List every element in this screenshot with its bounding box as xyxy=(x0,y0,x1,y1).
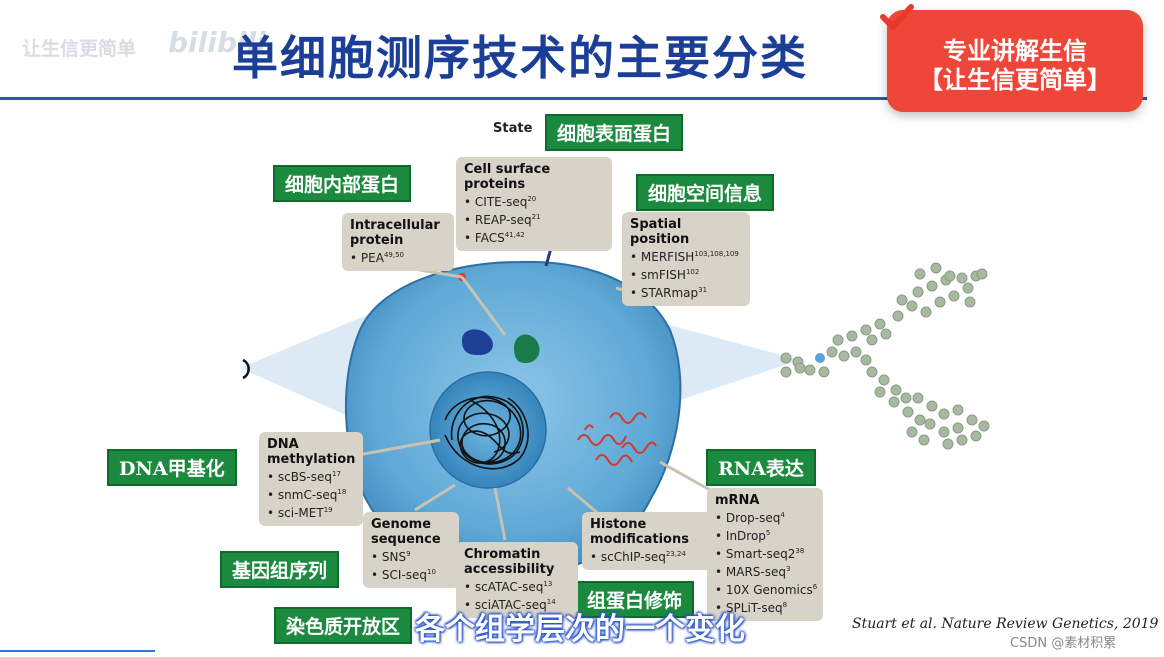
list-item: • FACS41,42 xyxy=(464,231,525,245)
label-spatial-info: 细胞空间信息 xyxy=(636,174,775,211)
label-cell-surface-protein: 细胞表面蛋白 xyxy=(545,114,684,151)
box-spatial: Spatial position • MERFISH103,108,109 • … xyxy=(622,212,750,306)
box-genome-sequence: Genome sequence • SNS9 • SCI-seq10 xyxy=(363,512,459,588)
label-intracellular-protein: 细胞内部蛋白 xyxy=(273,165,412,202)
video-subtitle: 各个组学层次的一个变化 xyxy=(415,612,745,647)
list-item: • sciATAC-seq14 xyxy=(464,598,556,612)
box-title: Cell surface proteins xyxy=(464,162,551,192)
box-title: DNA methylation xyxy=(267,437,356,467)
list-item: • InDrop5 xyxy=(715,529,771,543)
box-chromatin: Chromatin accessibility • scATAC-seq13 •… xyxy=(456,542,578,618)
check-icon xyxy=(880,4,914,30)
promo-badge: 专业讲解生信 【让生信更简单】 xyxy=(887,10,1143,112)
box-intracellular: Intracellular protein • PEA49,50 xyxy=(342,213,454,271)
bead-chain xyxy=(780,262,990,450)
box-title: Intracellular protein xyxy=(350,218,440,248)
promo-line-1: 专业讲解生信 xyxy=(943,37,1087,65)
box-dna-methylation: DNA methylation • scBS-seq17 • snmC-seq1… xyxy=(259,432,363,526)
label-histone-modification: 组蛋白修饰 xyxy=(575,581,695,618)
box-title: mRNA xyxy=(715,493,760,508)
box-title: Spatial position xyxy=(630,217,690,247)
box-mrna: mRNA • Drop-seq4 • InDrop5 • Smart-seq23… xyxy=(707,488,823,621)
list-item: • snmC-seq18 xyxy=(267,488,347,502)
box-title: Histone modifications xyxy=(590,517,689,547)
box-cell-surface: Cell surface proteins • CITE-seq20 • REA… xyxy=(456,157,612,251)
box-histone: Histone modifications • scChIP-seq23,24 xyxy=(582,512,712,570)
label-genome-sequence: 基因组序列 xyxy=(220,551,340,588)
list-item: • MARS-seq3 xyxy=(715,565,791,579)
list-item: • CITE-seq20 xyxy=(464,195,537,209)
box-title: Chromatin accessibility xyxy=(464,547,555,577)
nucleus xyxy=(429,371,547,489)
list-item: • SCI-seq10 xyxy=(371,568,436,582)
chromatin-tangle xyxy=(444,395,529,470)
list-item: • Drop-seq4 xyxy=(715,511,785,525)
list-item: • PEA49,50 xyxy=(350,251,404,265)
list-item: • STARmap31 xyxy=(630,286,708,300)
label-dna-methylation: DNA甲基化 xyxy=(107,449,237,486)
list-item: • scATAC-seq13 xyxy=(464,580,553,594)
label-rna-expression: RNA表达 xyxy=(706,449,816,486)
list-item: • sci-MET19 xyxy=(267,506,333,520)
list-item: • MERFISH103,108,109 xyxy=(630,250,739,264)
aperture-icon xyxy=(242,358,250,380)
brand-watermark: 让生信更简单 xyxy=(22,38,137,60)
list-item: • smFISH102 xyxy=(630,268,700,282)
protein-blue xyxy=(462,329,493,356)
progress-bar xyxy=(0,650,155,652)
header-divider xyxy=(0,97,1147,100)
state-label: State xyxy=(493,121,533,136)
bilibili-logo: bilibili xyxy=(168,26,266,59)
protein-green xyxy=(514,334,540,364)
list-item: • scBS-seq17 xyxy=(267,470,341,484)
list-item: • SNS9 xyxy=(371,550,411,564)
list-item: • 10X Genomics6 xyxy=(715,583,818,597)
receptor-stem xyxy=(544,247,553,267)
list-item: • scChIP-seq23,24 xyxy=(590,550,686,564)
rna-squiggles xyxy=(577,412,657,466)
citation: Stuart et al. Nature Review Genetics, 20… xyxy=(852,616,1159,632)
highlight-bead xyxy=(815,353,825,363)
csdn-watermark: CSDN @素材积累 xyxy=(1010,636,1117,651)
box-connectors xyxy=(357,268,711,541)
list-item: • SPLiT-seq8 xyxy=(715,601,788,615)
label-chromatin-open: 染色质开放区 xyxy=(274,607,413,644)
promo-line-2: 【让生信更简单】 xyxy=(919,66,1111,94)
page-title: 单细胞测序技术的主要分类 xyxy=(232,31,808,85)
box-title: Genome sequence xyxy=(371,517,441,547)
list-item: • Smart-seq238 xyxy=(715,547,805,561)
list-item: • REAP-seq21 xyxy=(464,213,541,227)
